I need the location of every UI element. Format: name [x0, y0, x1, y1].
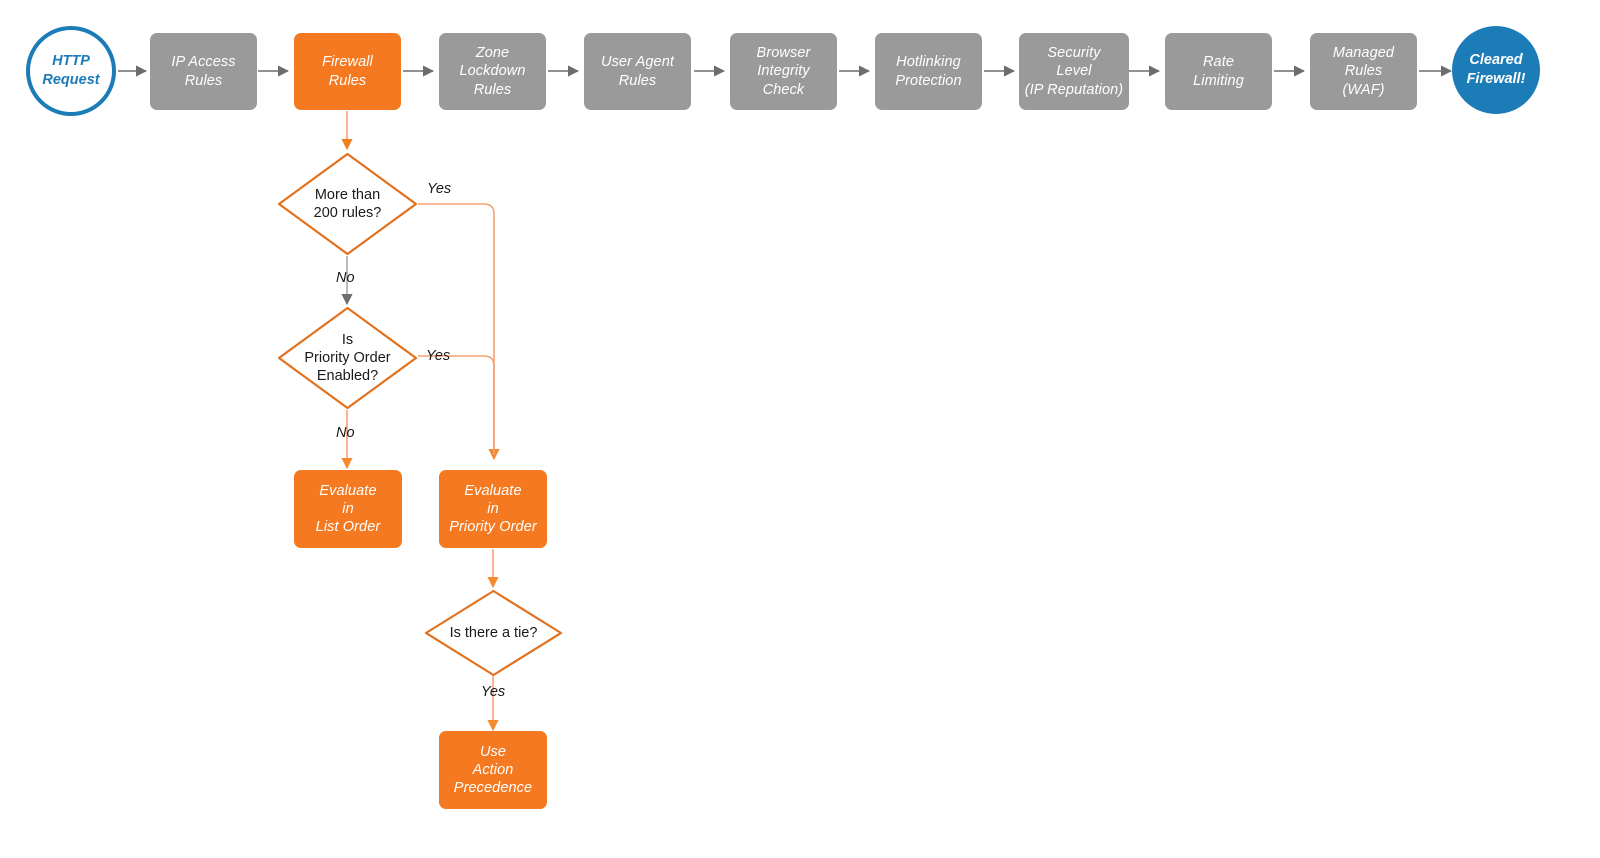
decision-is-there-a-tie[interactable]: Is there a tie? — [424, 589, 563, 677]
node-evaluate-in-priority-order[interactable]: Evaluate in Priority Order — [439, 470, 547, 548]
edge-more-than-200-yes — [418, 203, 500, 461]
node-rate-limiting[interactable]: Rate Limiting — [1165, 33, 1272, 110]
node-hotlinking-protection[interactable]: Hotlinking Protection — [875, 33, 982, 110]
node-label: Use Action Precedence — [453, 743, 533, 797]
diamond-shape — [424, 589, 563, 677]
node-user-agent-rules[interactable]: User Agent Rules — [584, 33, 691, 110]
node-label: Rate Limiting — [1193, 54, 1244, 89]
node-use-action-precedence[interactable]: Use Action Precedence — [439, 731, 547, 809]
edge-label-no-priority-order: No — [336, 425, 355, 441]
decision-label: Is Priority Order Enabled? — [304, 331, 391, 385]
node-label: User Agent Rules — [601, 54, 674, 89]
node-zone-lockdown-rules[interactable]: Zone Lockdown Rules — [439, 33, 546, 110]
diamond-shape — [277, 306, 418, 410]
node-http-request[interactable]: HTTP Request — [26, 26, 116, 116]
node-label: Zone Lockdown Rules — [459, 45, 526, 98]
node-label: Browser Integrity Check — [756, 45, 811, 98]
node-label: Hotlinking Protection — [895, 54, 962, 89]
edge-label-yes-priority-order: Yes — [426, 348, 451, 364]
decision-label: Is there a tie? — [449, 624, 538, 641]
node-label: Evaluate in List Order — [315, 482, 381, 536]
node-evaluate-in-list-order[interactable]: Evaluate in List Order — [294, 470, 402, 548]
node-label: Managed Rules (WAF) — [1332, 45, 1395, 98]
node-managed-rules-waf[interactable]: Managed Rules (WAF) — [1310, 33, 1417, 110]
decision-label: More than 200 rules? — [313, 186, 382, 221]
node-label: Cleared Firewall! — [1466, 52, 1526, 87]
edge-priority-order-yes — [418, 355, 495, 455]
node-ip-access-rules[interactable]: IP Access Rules — [150, 33, 257, 110]
node-firewall-rules[interactable]: Firewall Rules — [294, 33, 401, 110]
node-label: HTTP Request — [42, 53, 100, 88]
node-label: IP Access Rules — [171, 54, 236, 89]
node-label: Evaluate in Priority Order — [449, 482, 537, 536]
node-label: Firewall Rules — [322, 54, 373, 89]
node-browser-integrity-check[interactable]: Browser Integrity Check — [730, 33, 837, 110]
diamond-shape — [277, 152, 418, 256]
node-label: Security Level (IP Reputation) — [1024, 45, 1124, 98]
decision-is-priority-order-enabled[interactable]: Is Priority Order Enabled? — [277, 306, 418, 410]
node-security-level[interactable]: Security Level (IP Reputation) — [1019, 33, 1129, 110]
edge-label-no-more-than-200: No — [336, 270, 355, 286]
edge-label-yes-tie: Yes — [481, 684, 506, 700]
decision-more-than-200-rules[interactable]: More than 200 rules? — [277, 152, 418, 256]
edge-label-yes-more-than-200: Yes — [427, 181, 452, 197]
node-cleared-firewall[interactable]: Cleared Firewall! — [1452, 26, 1540, 114]
